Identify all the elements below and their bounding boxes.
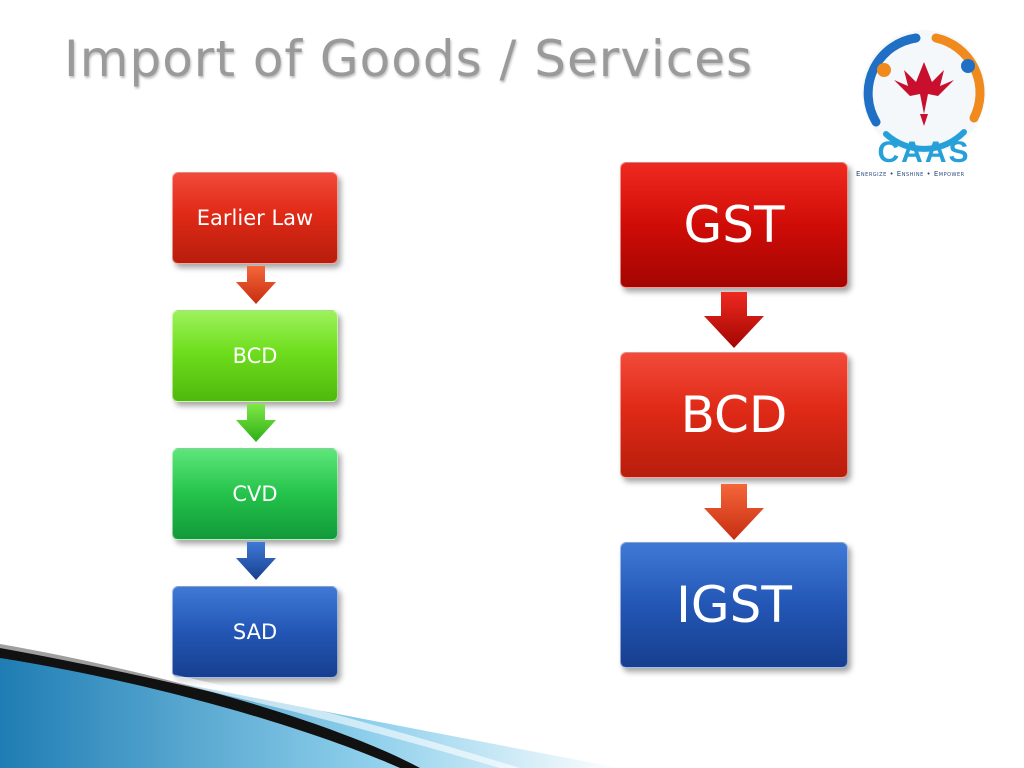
arrow-down-icon [704,484,764,540]
logo-tagline: Energize • Enshine • Empower [856,170,965,178]
phoenix-icon [894,62,954,126]
node-gst: GST [620,162,848,288]
node-sad: SAD [172,586,338,678]
node-label: IGST [676,576,792,634]
slide-title: Import of Goods / Services [64,30,754,88]
node-igst: IGST [620,542,848,668]
arrow-down-icon [236,542,276,580]
node-bcd-left: BCD [172,310,338,402]
decorative-swoosh [0,640,620,768]
node-earlier-law: Earlier Law [172,172,338,264]
node-cvd: CVD [172,448,338,540]
arrow-down-icon [236,404,276,442]
node-bcd-right: BCD [620,352,848,478]
node-label: BCD [232,344,278,368]
node-label: BCD [680,386,788,444]
arrow-down-icon [236,266,276,304]
node-label: Earlier Law [196,206,314,230]
node-label: CVD [232,482,278,506]
node-label: SAD [232,620,278,644]
arrow-down-icon [704,292,764,348]
caas-logo: CAAS [862,30,986,169]
node-label: GST [683,196,785,254]
logo-text: CAAS [877,136,970,169]
